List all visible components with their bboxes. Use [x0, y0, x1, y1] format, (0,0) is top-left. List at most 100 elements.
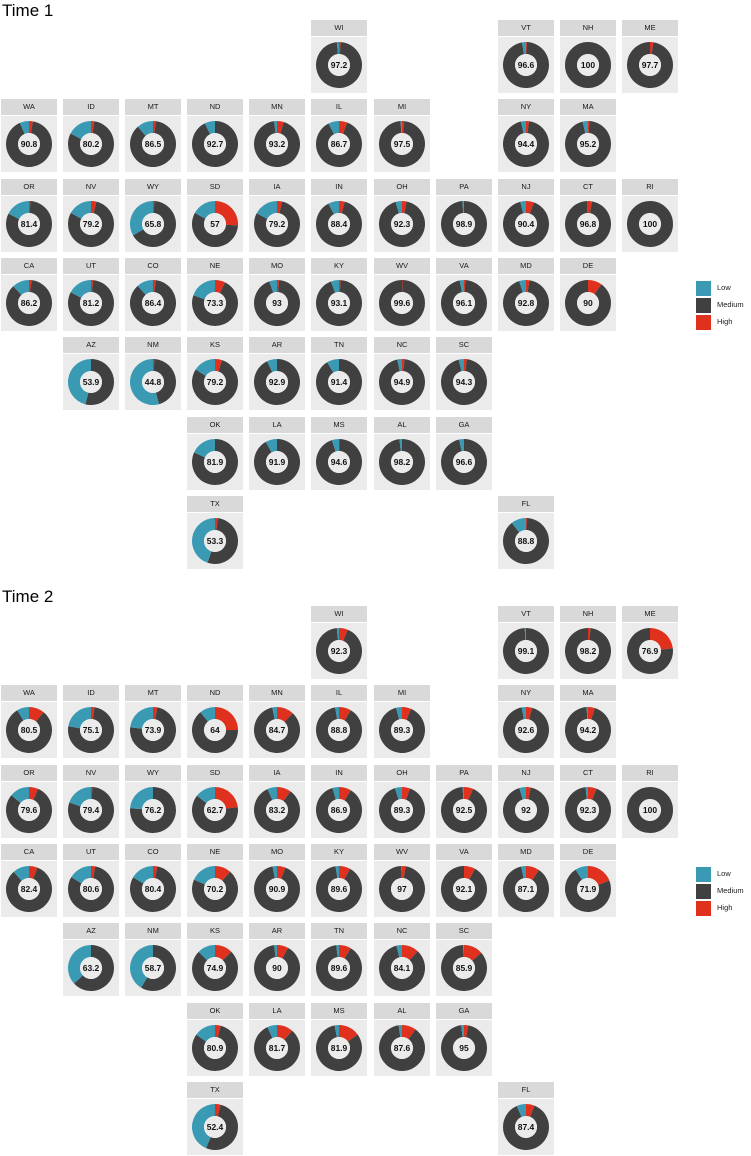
donut-panel: 86.4: [125, 274, 181, 331]
donut-chart: [379, 707, 425, 754]
donut-chart: [254, 279, 300, 326]
donut-panel: 98.2: [560, 623, 616, 679]
medium-value: 79.4: [82, 804, 100, 815]
state-label: OK: [187, 1002, 243, 1019]
donut-chart: [565, 42, 611, 88]
medium-value: 65.8: [144, 218, 162, 229]
state-label: AR: [249, 923, 305, 940]
state-label: IL: [311, 99, 367, 116]
donut-panel: 76.2: [125, 781, 181, 838]
donut-chart: [254, 707, 300, 754]
donut-chart: [130, 121, 176, 168]
state-label: GA: [436, 1002, 492, 1019]
donut-panel: 100: [622, 781, 678, 838]
state-label: NV: [63, 178, 119, 195]
donut-chart: [316, 1024, 362, 1071]
panel-title: Time 1: [2, 1, 54, 20]
donut-panel: 80.5: [1, 702, 57, 759]
state-label: AL: [374, 1002, 430, 1019]
donut-chart: [379, 786, 425, 833]
medium-value: 100: [642, 218, 658, 229]
state-label: WV: [374, 257, 430, 274]
legend-label: High: [717, 317, 733, 326]
state-label: MS: [311, 1002, 367, 1019]
donut-panel: 92.6: [498, 702, 554, 759]
donut-chart: [254, 438, 300, 485]
donut-panel: 58.7: [125, 940, 181, 997]
state-label: CT: [560, 764, 616, 781]
donut-chart: [6, 707, 52, 754]
state-label: AL: [374, 416, 430, 433]
medium-value: 97.7: [641, 60, 659, 70]
donut-chart: [379, 945, 425, 992]
donut-chart: [192, 865, 238, 912]
donut-panel: 90.8: [1, 116, 57, 173]
donut-panel: 44.8: [125, 354, 181, 411]
donut-panel: 81.9: [187, 433, 243, 490]
donut-chart: [565, 786, 611, 833]
donut-panel: 93.2: [249, 116, 305, 173]
medium-value: 100: [580, 60, 596, 70]
donut-chart: [565, 865, 611, 912]
donut-panel: 94.2: [560, 702, 616, 759]
state-label: WY: [125, 764, 181, 781]
medium-value: 89.3: [393, 725, 411, 736]
donut-panel: 90.4: [498, 195, 554, 252]
donut-chart: [503, 200, 549, 247]
medium-value: 89.3: [393, 804, 411, 815]
donut-chart: [68, 786, 114, 833]
medium-value: 92.3: [393, 218, 411, 229]
donut-panel: 92.3: [374, 195, 430, 252]
medium-value: 80.4: [144, 883, 162, 894]
donut-panel: 86.5: [125, 116, 181, 173]
medium-value: 94.3: [455, 377, 473, 388]
state-label: FL: [498, 1081, 554, 1098]
state-label: MO: [249, 257, 305, 274]
state-label: CA: [1, 257, 57, 274]
donut-panel: 92.9: [249, 354, 305, 411]
donut-panel: 80.4: [125, 860, 181, 917]
donut-chart: [254, 865, 300, 912]
state-label: WA: [1, 685, 57, 702]
donut-chart: [503, 279, 549, 326]
donut-panel: 97: [374, 860, 430, 917]
donut-chart: [254, 945, 300, 992]
legend-label: Medium: [717, 886, 744, 895]
medium-value: 94.6: [330, 456, 348, 467]
legend-label: High: [717, 903, 733, 912]
donut-chart: [192, 200, 238, 247]
medium-value: 81.4: [20, 218, 38, 229]
donut-chart: [565, 121, 611, 168]
donut-chart: [254, 200, 300, 247]
state-label: MI: [374, 99, 430, 116]
donut-chart: [565, 707, 611, 754]
donut-chart: [627, 42, 673, 88]
donut-chart: [192, 121, 238, 168]
donut-chart: [254, 359, 300, 406]
medium-value: 90.9: [268, 883, 286, 894]
state-label: TX: [187, 1081, 243, 1098]
donut-chart: [441, 786, 487, 833]
donut-chart: [565, 628, 611, 674]
medium-value: 73.3: [206, 297, 224, 308]
donut-panel: 84.1: [374, 940, 430, 997]
medium-value: 100: [642, 804, 658, 815]
